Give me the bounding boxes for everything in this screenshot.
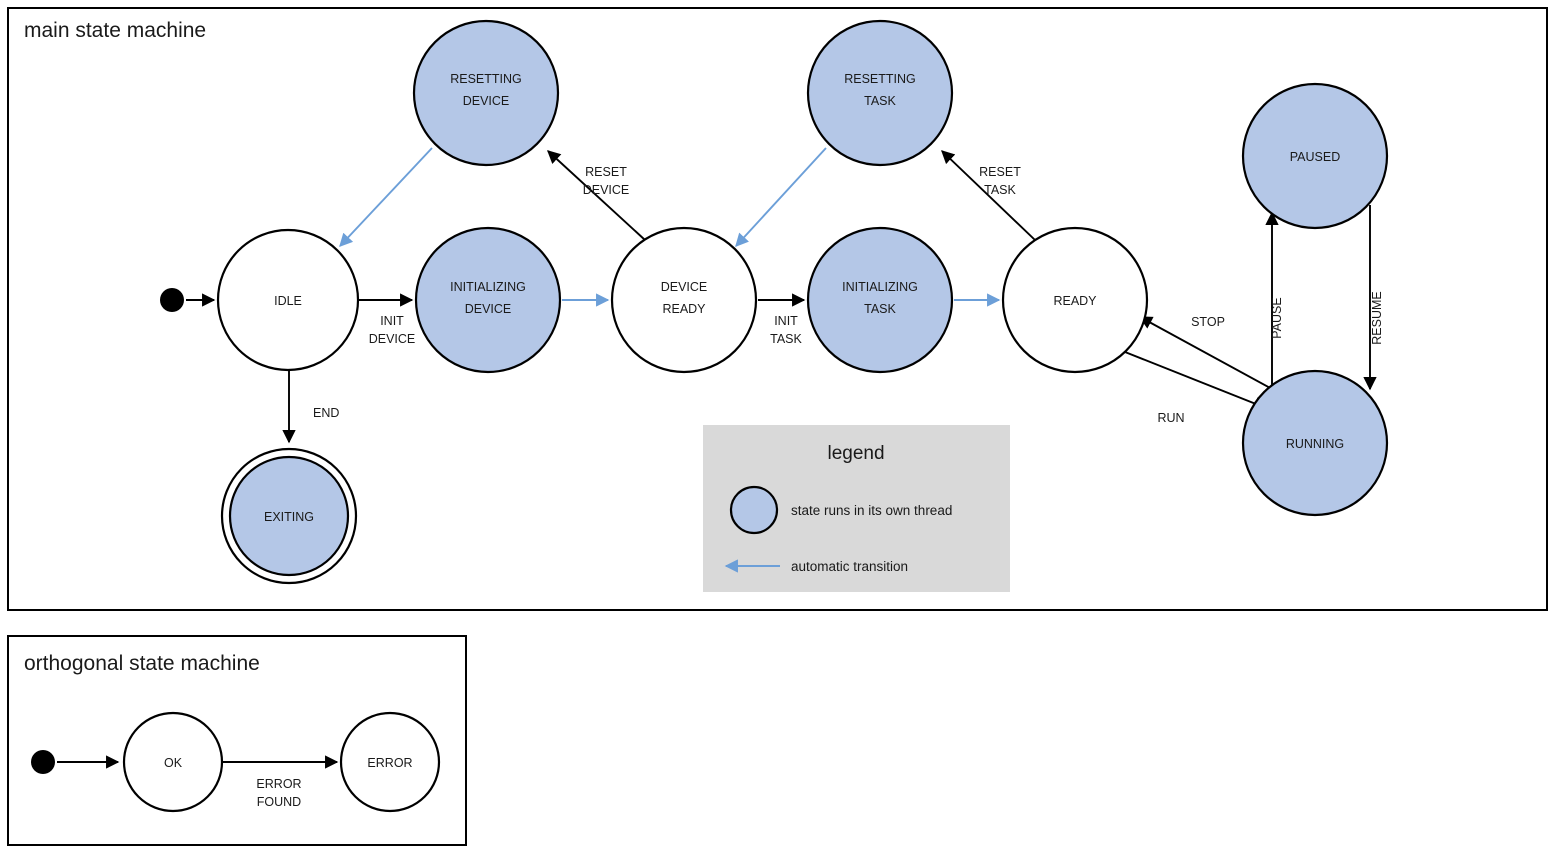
state-running-label: RUNNING: [1286, 437, 1344, 451]
state-ok[interactable]: OK: [122, 711, 224, 813]
state-resetting-task-label-line1: RESETTING: [844, 72, 916, 86]
state-resetting-device-label-line2: DEVICE: [463, 94, 510, 108]
main-transitions-layer: INIT DEVICE RESET DEVICE INIT TASK RESET…: [186, 147, 1384, 444]
state-ok-label: OK: [164, 756, 183, 770]
transition-label-end: END: [313, 406, 339, 420]
state-device-ready-label-line1: DEVICE: [661, 280, 708, 294]
state-exiting-label: EXITING: [264, 510, 314, 524]
transition-label-stop: STOP: [1191, 315, 1225, 329]
transition-ready-to-running: [1124, 351, 1268, 410]
transition-resetting-device-to-idle: [339, 147, 433, 247]
transition-device-ready-to-resetting-device: [547, 150, 646, 241]
state-initializing-task-label-line1: INITIALIZING: [842, 280, 918, 294]
transition-label-resume: RESUME: [1370, 291, 1384, 344]
state-initializing-device-label-line2: DEVICE: [465, 302, 512, 316]
legend-threaded-state-icon: [729, 485, 779, 535]
state-error[interactable]: ERROR: [339, 711, 441, 813]
state-initializing-task-label-line2: TASK: [864, 302, 896, 316]
state-idle-shape[interactable]: [216, 228, 360, 372]
orthogonal-states-layer: OK ERROR: [31, 711, 441, 813]
transition-label-run: RUN: [1157, 411, 1184, 425]
state-error-label: ERROR: [367, 756, 412, 770]
state-initializing-device[interactable]: INITIALIZING DEVICE: [414, 226, 562, 374]
transition-label-reset-task-line1: RESET: [979, 165, 1021, 179]
state-initializing-task-shape[interactable]: [806, 226, 954, 374]
state-resetting-device[interactable]: RESETTING DEVICE: [412, 19, 560, 167]
initial-state-marker-orthogonal: [31, 750, 55, 774]
transition-label-error-found-line1: ERROR: [256, 777, 301, 791]
transition-label-reset-device-line1: RESET: [585, 165, 627, 179]
state-initializing-device-shape[interactable]: [414, 226, 562, 374]
state-resetting-task-shape[interactable]: [806, 19, 954, 167]
state-resetting-device-shape[interactable]: [412, 19, 560, 167]
legend-item-0-text: state runs in its own thread: [791, 503, 952, 518]
initial-state-marker-main: [160, 288, 184, 312]
state-device-ready[interactable]: DEVICE READY: [610, 226, 758, 374]
state-resetting-task[interactable]: RESETTING TASK: [806, 19, 954, 167]
transition-label-init-task-line1: INIT: [774, 314, 798, 328]
state-initializing-device-label-line1: INITIALIZING: [450, 280, 526, 294]
state-paused-shape[interactable]: [1241, 82, 1389, 230]
state-running[interactable]: RUNNING: [1241, 369, 1389, 517]
legend: legend state runs in its own thread auto…: [703, 425, 1010, 592]
state-running-shape[interactable]: [1241, 369, 1389, 517]
main-frame-title: main state machine: [24, 19, 206, 42]
transition-label-init-device-line1: INIT: [380, 314, 404, 328]
state-exiting-shape[interactable]: [228, 455, 350, 577]
transition-running-to-ready: [1138, 316, 1273, 390]
state-resetting-task-label-line2: TASK: [864, 94, 896, 108]
transition-label-init-task-line2: TASK: [770, 332, 802, 346]
state-idle-label: IDLE: [274, 294, 302, 308]
state-error-shape[interactable]: [339, 711, 441, 813]
state-ok-shape[interactable]: [122, 711, 224, 813]
state-paused[interactable]: PAUSED: [1241, 82, 1389, 230]
state-resetting-device-label-line1: RESETTING: [450, 72, 522, 86]
state-device-ready-shape[interactable]: [610, 226, 758, 374]
state-idle[interactable]: IDLE: [216, 228, 360, 372]
state-paused-label: PAUSED: [1290, 150, 1340, 164]
legend-item-1-text: automatic transition: [791, 559, 908, 574]
state-device-ready-label-line2: READY: [662, 302, 706, 316]
state-ready-shape[interactable]: [1001, 226, 1149, 374]
orthogonal-frame-title: orthogonal state machine: [24, 652, 260, 675]
state-exiting[interactable]: EXITING: [220, 447, 358, 585]
transition-label-error-found-line2: FOUND: [257, 795, 301, 809]
state-ready[interactable]: READY: [1001, 226, 1149, 374]
main-states-layer: RESETTING DEVICE RESETTING TASK PAUSED I…: [160, 19, 1389, 585]
transition-resetting-task-to-device-ready: [735, 147, 827, 247]
transition-ready-to-resetting-task: [941, 150, 1036, 241]
transition-label-reset-device-line2: DEVICE: [583, 183, 630, 197]
transition-label-pause: PAUSE: [1270, 297, 1284, 338]
legend-title: legend: [827, 443, 884, 464]
state-ready-label: READY: [1053, 294, 1097, 308]
transition-label-reset-task-line2: TASK: [984, 183, 1016, 197]
state-initializing-task[interactable]: INITIALIZING TASK: [806, 226, 954, 374]
orthogonal-transitions-layer: ERROR FOUND: [57, 755, 339, 809]
transition-label-init-device-line2: DEVICE: [369, 332, 416, 346]
